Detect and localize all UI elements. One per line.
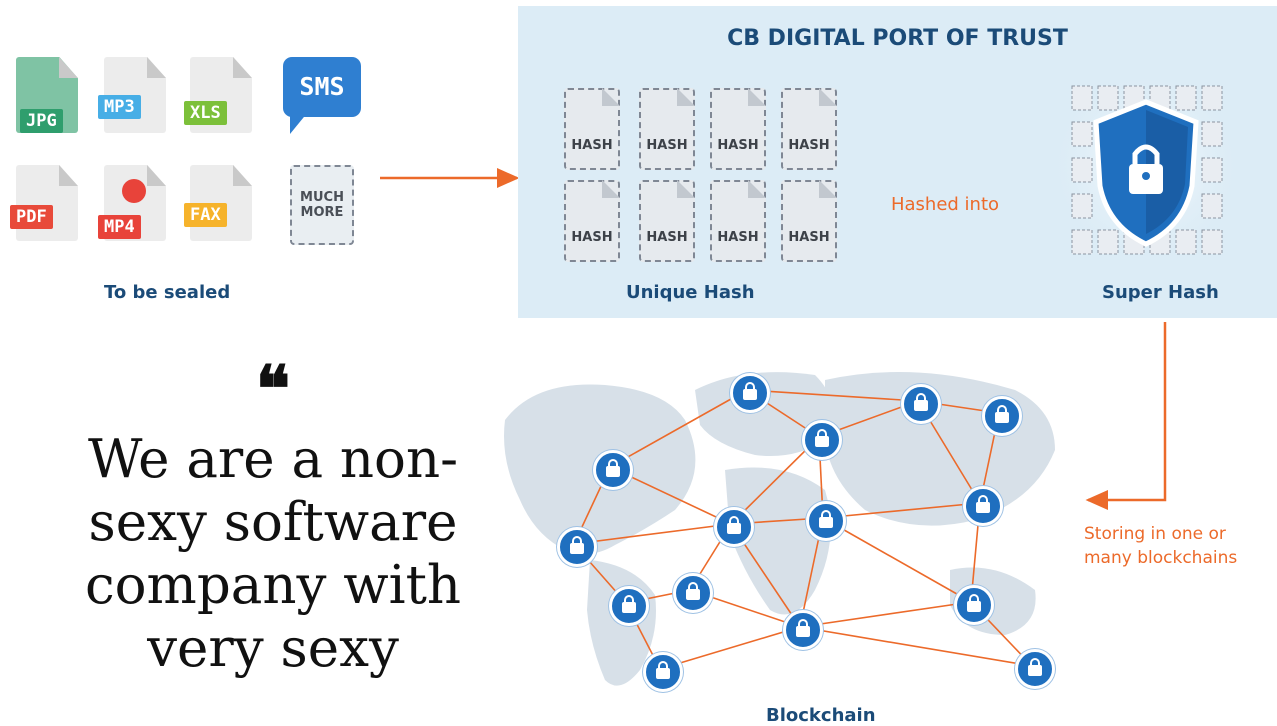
to-be-sealed-caption: To be sealed (104, 282, 231, 303)
storing-label: Storing in one or many blockchains (1084, 524, 1238, 568)
xls-label: XLS (184, 101, 227, 125)
mp3-label: MP3 (98, 95, 141, 119)
hashed-into-label: Hashed into (890, 194, 1000, 215)
blockchain-lock-node-icon (714, 507, 754, 547)
hash-file-icon: HASH (781, 180, 837, 262)
hash-file-icon: HASH (710, 180, 766, 262)
hash-file-icon: HASH (639, 88, 695, 170)
blockchain-lock-node-icon (982, 396, 1022, 436)
sms-tail (290, 112, 308, 134)
digital-port-panel: CB DIGITAL PORT OF TRUST HASH HASH HASH … (518, 6, 1277, 318)
blockchain-lock-node-icon (802, 420, 842, 460)
quote-mark-icon: ❝ (255, 352, 291, 427)
blockchain-lock-node-icon (954, 585, 994, 625)
blockchain-lock-node-icon (783, 610, 823, 650)
blockchain-caption: Blockchain (766, 705, 876, 726)
pdf-label: PDF (10, 205, 53, 229)
much-more-file-icon: MUCH MORE (290, 165, 354, 245)
fax-label: FAX (184, 203, 227, 227)
hash-file-icon: HASH (564, 88, 620, 170)
hash-file-icon: HASH (639, 180, 695, 262)
blockchain-lock-node-icon (901, 384, 941, 424)
hash-file-icon: HASH (781, 88, 837, 170)
blockchain-lock-node-icon (593, 450, 633, 490)
quote-text: We are a non-sexy software company with … (84, 429, 462, 679)
play-icon (122, 179, 146, 203)
blockchain-lock-node-icon (557, 527, 597, 567)
hash-file-icon: HASH (564, 180, 620, 262)
blockchain-lock-node-icon (963, 486, 1003, 526)
blockchain-lock-node-icon (673, 573, 713, 613)
blockchain-lock-node-icon (1015, 649, 1055, 689)
blockchain-lock-node-icon (643, 652, 683, 692)
super-hash-caption: Super Hash (1102, 282, 1219, 303)
arrow-to-blockchain (1085, 322, 1167, 510)
blockchain-lock-node-icon (609, 586, 649, 626)
jpg-label: JPG (20, 109, 63, 133)
panel-title: CB DIGITAL PORT OF TRUST (727, 26, 1068, 51)
mp4-label: MP4 (98, 215, 141, 239)
blockchain-lock-node-icon (806, 501, 846, 541)
blockchain-lock-node-icon (730, 373, 770, 413)
hash-file-icon: HASH (710, 88, 766, 170)
unique-hash-caption: Unique Hash (626, 282, 755, 303)
sms-icon: SMS (283, 57, 361, 117)
super-hash-shield-icon (1046, 66, 1246, 266)
